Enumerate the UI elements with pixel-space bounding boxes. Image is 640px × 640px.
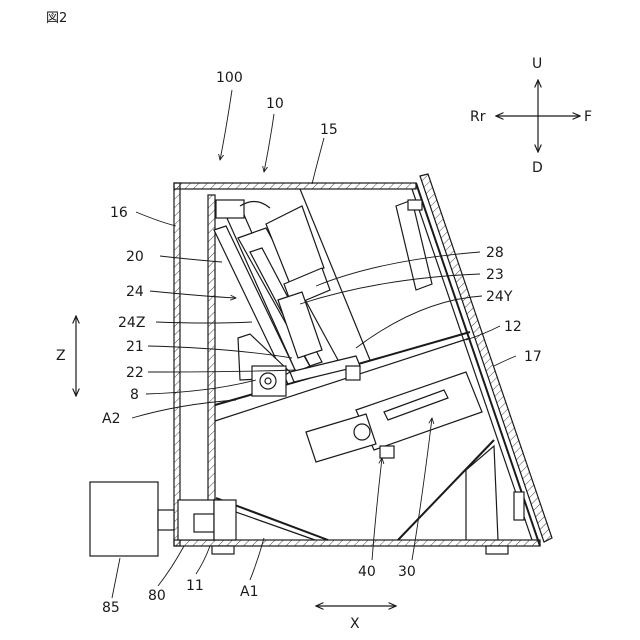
label-15: 15 (320, 122, 338, 138)
partition-wall (208, 195, 215, 540)
label-10: 10 (266, 96, 284, 112)
label-front: F (584, 109, 592, 125)
latch (514, 492, 524, 520)
leader-8 (146, 380, 256, 394)
label-100: 100 (216, 70, 243, 86)
label-28: 28 (486, 245, 504, 261)
label-a1: A1 (240, 584, 258, 600)
foot-rear (212, 546, 234, 554)
lower-compartment (178, 440, 524, 540)
housing (174, 174, 552, 554)
arm-40-foot (380, 446, 394, 458)
bottom-plate (174, 540, 540, 546)
leader-10 (264, 114, 274, 172)
leader-17 (494, 356, 516, 366)
leader-80 (158, 546, 184, 586)
leader-30 (412, 418, 432, 560)
label-24: 24 (126, 284, 144, 300)
label-40: 40 (358, 564, 376, 580)
label-30: 30 (398, 564, 416, 580)
label-16: 16 (110, 205, 128, 221)
leader-24 (150, 291, 236, 298)
label-24z: 24Z (118, 315, 145, 331)
label-24y: 24Y (486, 289, 513, 305)
foot-front (486, 546, 508, 554)
label-20: 20 (126, 249, 144, 265)
front-frame-inner (412, 189, 532, 540)
block-80-inner (194, 514, 214, 532)
unit-30-housing (356, 372, 482, 450)
label-down: D (532, 160, 543, 176)
upper-mechanism (214, 200, 432, 396)
device-85-shaft (158, 510, 174, 530)
leader-15 (312, 138, 324, 184)
front-brace (398, 440, 494, 540)
label-17: 17 (524, 349, 542, 365)
leader-11 (196, 546, 210, 574)
lower-unit (306, 372, 482, 462)
label-z: Z (56, 348, 66, 364)
label-a2: A2 (102, 411, 120, 427)
arm-40 (306, 414, 376, 462)
label-23: 23 (486, 267, 504, 283)
label-11: 11 (186, 578, 204, 594)
leader-16 (136, 212, 176, 226)
small-bracket (408, 200, 422, 210)
front-bracket (466, 446, 498, 540)
block-80-front (214, 500, 236, 540)
leader-24z (156, 322, 252, 323)
leader-85 (112, 558, 120, 598)
label-80: 80 (148, 588, 166, 604)
label-21: 21 (126, 339, 144, 355)
label-8: 8 (130, 387, 139, 403)
external-device (90, 482, 174, 556)
label-up: U (532, 56, 542, 72)
figure-title: 図2 (46, 11, 67, 26)
label-22: 22 (126, 365, 144, 381)
leader-100 (220, 90, 232, 160)
carrier-knob (346, 366, 360, 380)
device-85 (90, 482, 158, 556)
label-85: 85 (102, 600, 120, 616)
top-plate (174, 183, 416, 189)
label-12: 12 (504, 319, 522, 335)
top-bracket (216, 200, 244, 218)
rear-wall (174, 183, 180, 546)
label-x: X (350, 616, 360, 632)
label-rear: Rr (470, 109, 486, 125)
